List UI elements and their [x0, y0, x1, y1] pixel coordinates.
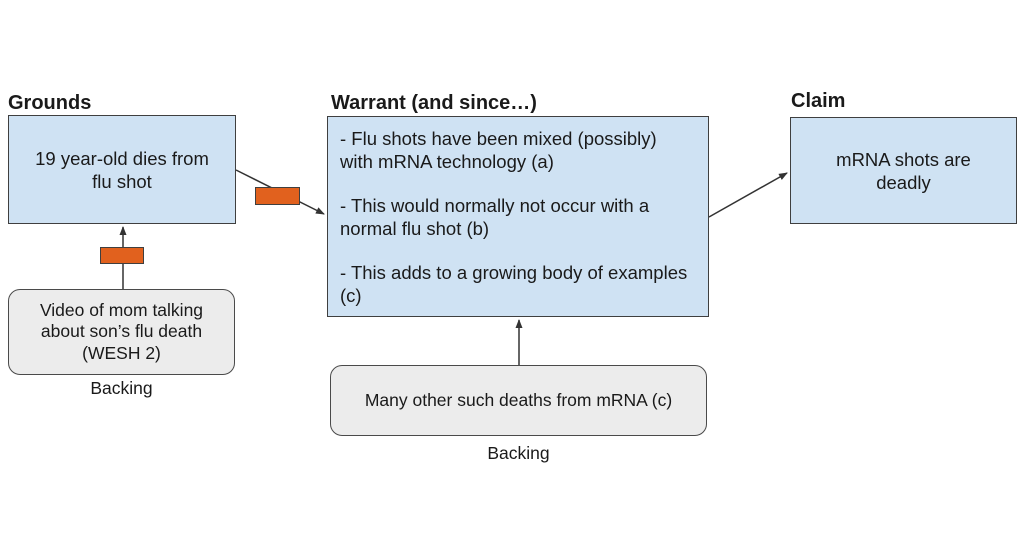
claim-node: mRNA shots are deadly	[790, 117, 1017, 224]
backing-warrant-label: Backing	[487, 443, 550, 463]
warrant-to-claim-arrow	[708, 172, 788, 218]
backing-grounds-box: Video of mom talking about son’s flu dea…	[8, 289, 235, 375]
grounds-node-text: 19 year-old dies from flu shot	[35, 147, 209, 192]
grounds-heading: Grounds	[8, 92, 92, 114]
warrant-bullet-c: - This adds to a growing body of example…	[340, 261, 688, 306]
backing-warrant-box: Many other such deaths from mRNA (c)	[330, 365, 707, 436]
grounds-node: 19 year-old dies from flu shot	[8, 115, 236, 224]
warrant-bullet-a: - Flu shots have been mixed (possibly) w…	[340, 127, 657, 172]
claim-heading: Claim	[791, 90, 846, 112]
claim-node-text: mRNA shots are deadly	[836, 148, 971, 193]
warrant-heading: Warrant (and since…)	[331, 92, 537, 114]
warrant-bullet-b: - This would normally not occur with a n…	[340, 194, 650, 239]
backing-warrant-text: Many other such deaths from mRNA (c)	[364, 389, 673, 410]
qualifier-rectangle-grounds-warrant	[255, 187, 300, 205]
backing-grounds-text: Video of mom talking about son’s flu dea…	[39, 299, 204, 363]
warrant-node: - Flu shots have been mixed (possibly) w…	[327, 116, 709, 317]
backing-grounds-label: Backing	[90, 378, 153, 398]
qualifier-rectangle-backing-grounds	[100, 247, 144, 264]
